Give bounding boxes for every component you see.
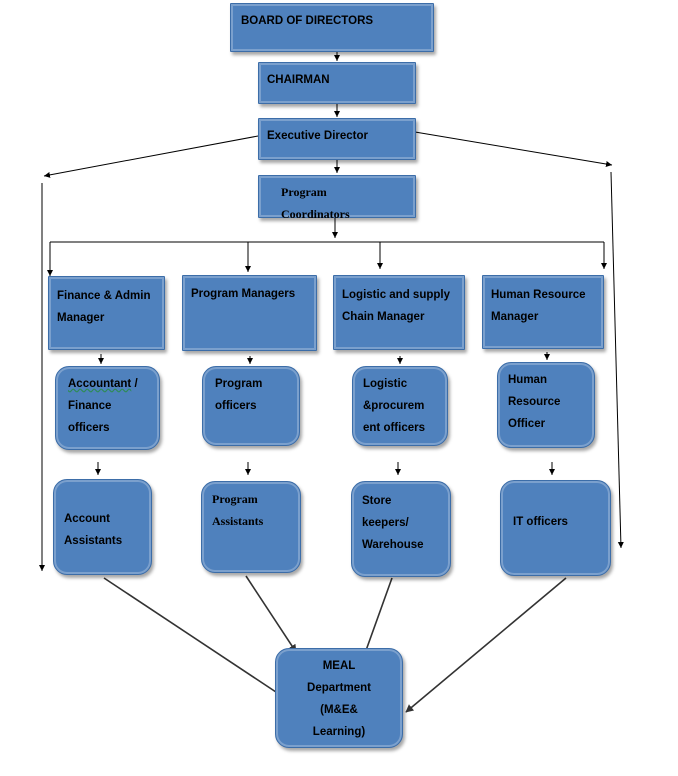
program-assistants-label: Program Assistants bbox=[212, 492, 264, 528]
program-officers-box: Program officers bbox=[202, 366, 300, 446]
executive-director-label: Executive Director bbox=[267, 130, 368, 142]
program-assistants-box: Program Assistants bbox=[201, 481, 301, 573]
board-of-directors-box: BOARD OF DIRECTORS bbox=[230, 3, 434, 52]
account-assistants-label: Account Assistants bbox=[64, 513, 123, 547]
logistic-procurement-officers-label: Logistic &procurem ent officers bbox=[363, 378, 425, 434]
program-managers-label: Program Managers bbox=[191, 288, 296, 300]
chairman-box: CHAIRMAN bbox=[258, 62, 416, 104]
logistic-procurement-officers-box: Logistic &procurem ent officers bbox=[352, 366, 448, 446]
finance-admin-manager-label: Finance & Admin Manager bbox=[57, 290, 151, 324]
executive-director-box: Executive Director bbox=[258, 118, 416, 160]
program-coordinators-box: Program Coordinators bbox=[258, 175, 416, 221]
store-keepers-label: Store keepers/ Warehouse bbox=[362, 495, 424, 551]
meal-department-label: MEAL Department (M&E& Learning) bbox=[307, 660, 371, 738]
program-officers-label: Program officers bbox=[215, 378, 263, 412]
logistic-supply-manager-label: Logistic and supply Chain Manager bbox=[342, 289, 450, 323]
program-managers-box: Program Managers bbox=[182, 275, 317, 351]
arrow-programassist-meal bbox=[245, 575, 297, 653]
hr-officer-box: Human Resource Officer bbox=[497, 362, 595, 448]
arrow-store-meal bbox=[362, 577, 393, 657]
arrow-it-meal bbox=[405, 577, 567, 713]
arrow-right-down bbox=[610, 171, 624, 549]
arrow-exec-right bbox=[414, 131, 613, 167]
accountant-word: Accountant bbox=[68, 378, 132, 390]
arrow-exec-left bbox=[43, 135, 259, 178]
hr-manager-box: Human Resource Manager bbox=[482, 275, 604, 349]
logistic-supply-manager-box: Logistic and supply Chain Manager bbox=[333, 275, 465, 350]
account-assistants-box: Account Assistants bbox=[53, 479, 152, 575]
arrow-accountassist-meal bbox=[103, 577, 289, 701]
it-officers-label: IT officers bbox=[513, 516, 568, 528]
hr-officer-label: Human Resource Officer bbox=[508, 374, 561, 430]
board-of-directors-label: BOARD OF DIRECTORS bbox=[241, 15, 374, 27]
finance-admin-manager-box: Finance & Admin Manager bbox=[48, 276, 165, 350]
chairman-label: CHAIRMAN bbox=[267, 74, 330, 86]
accountant-finance-officers-label: Accountant / Finance officers bbox=[68, 373, 147, 439]
store-keepers-box: Store keepers/ Warehouse bbox=[351, 481, 451, 577]
hr-manager-label: Human Resource Manager bbox=[491, 289, 586, 323]
program-coordinators-label: Program Coordinators bbox=[281, 185, 350, 221]
meal-department-box: MEAL Department (M&E& Learning) bbox=[275, 648, 403, 748]
accountant-finance-officers-box: Accountant / Finance officers bbox=[55, 366, 160, 450]
finance-officers-text: / Finance officers bbox=[68, 378, 138, 434]
it-officers-box: IT officers bbox=[500, 480, 611, 576]
